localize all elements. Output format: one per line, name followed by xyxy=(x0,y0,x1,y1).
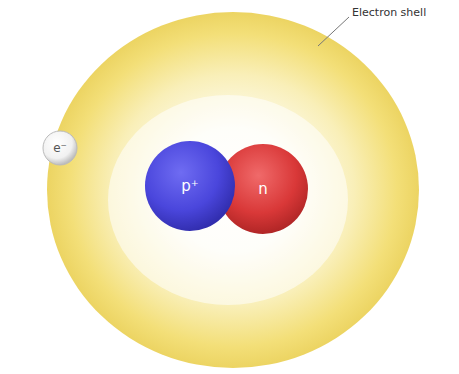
electron-particle: e⁻ xyxy=(42,130,78,166)
electron-shell xyxy=(47,12,419,368)
particle-circle xyxy=(218,144,308,234)
inner-glow xyxy=(108,95,348,305)
leader-line xyxy=(318,17,349,46)
particle-symbol: p⁺ xyxy=(181,177,198,195)
particle-symbol: e⁻ xyxy=(53,141,67,155)
particle-circle xyxy=(145,141,235,231)
particle-circle xyxy=(43,131,77,165)
particle-label-box: p⁺ xyxy=(144,140,236,232)
shell-label: Electron shell xyxy=(352,6,426,19)
particle-label-box: e⁻ xyxy=(42,130,78,166)
particle-symbol: n xyxy=(258,180,268,198)
proton-particle: p⁺ xyxy=(144,140,236,232)
